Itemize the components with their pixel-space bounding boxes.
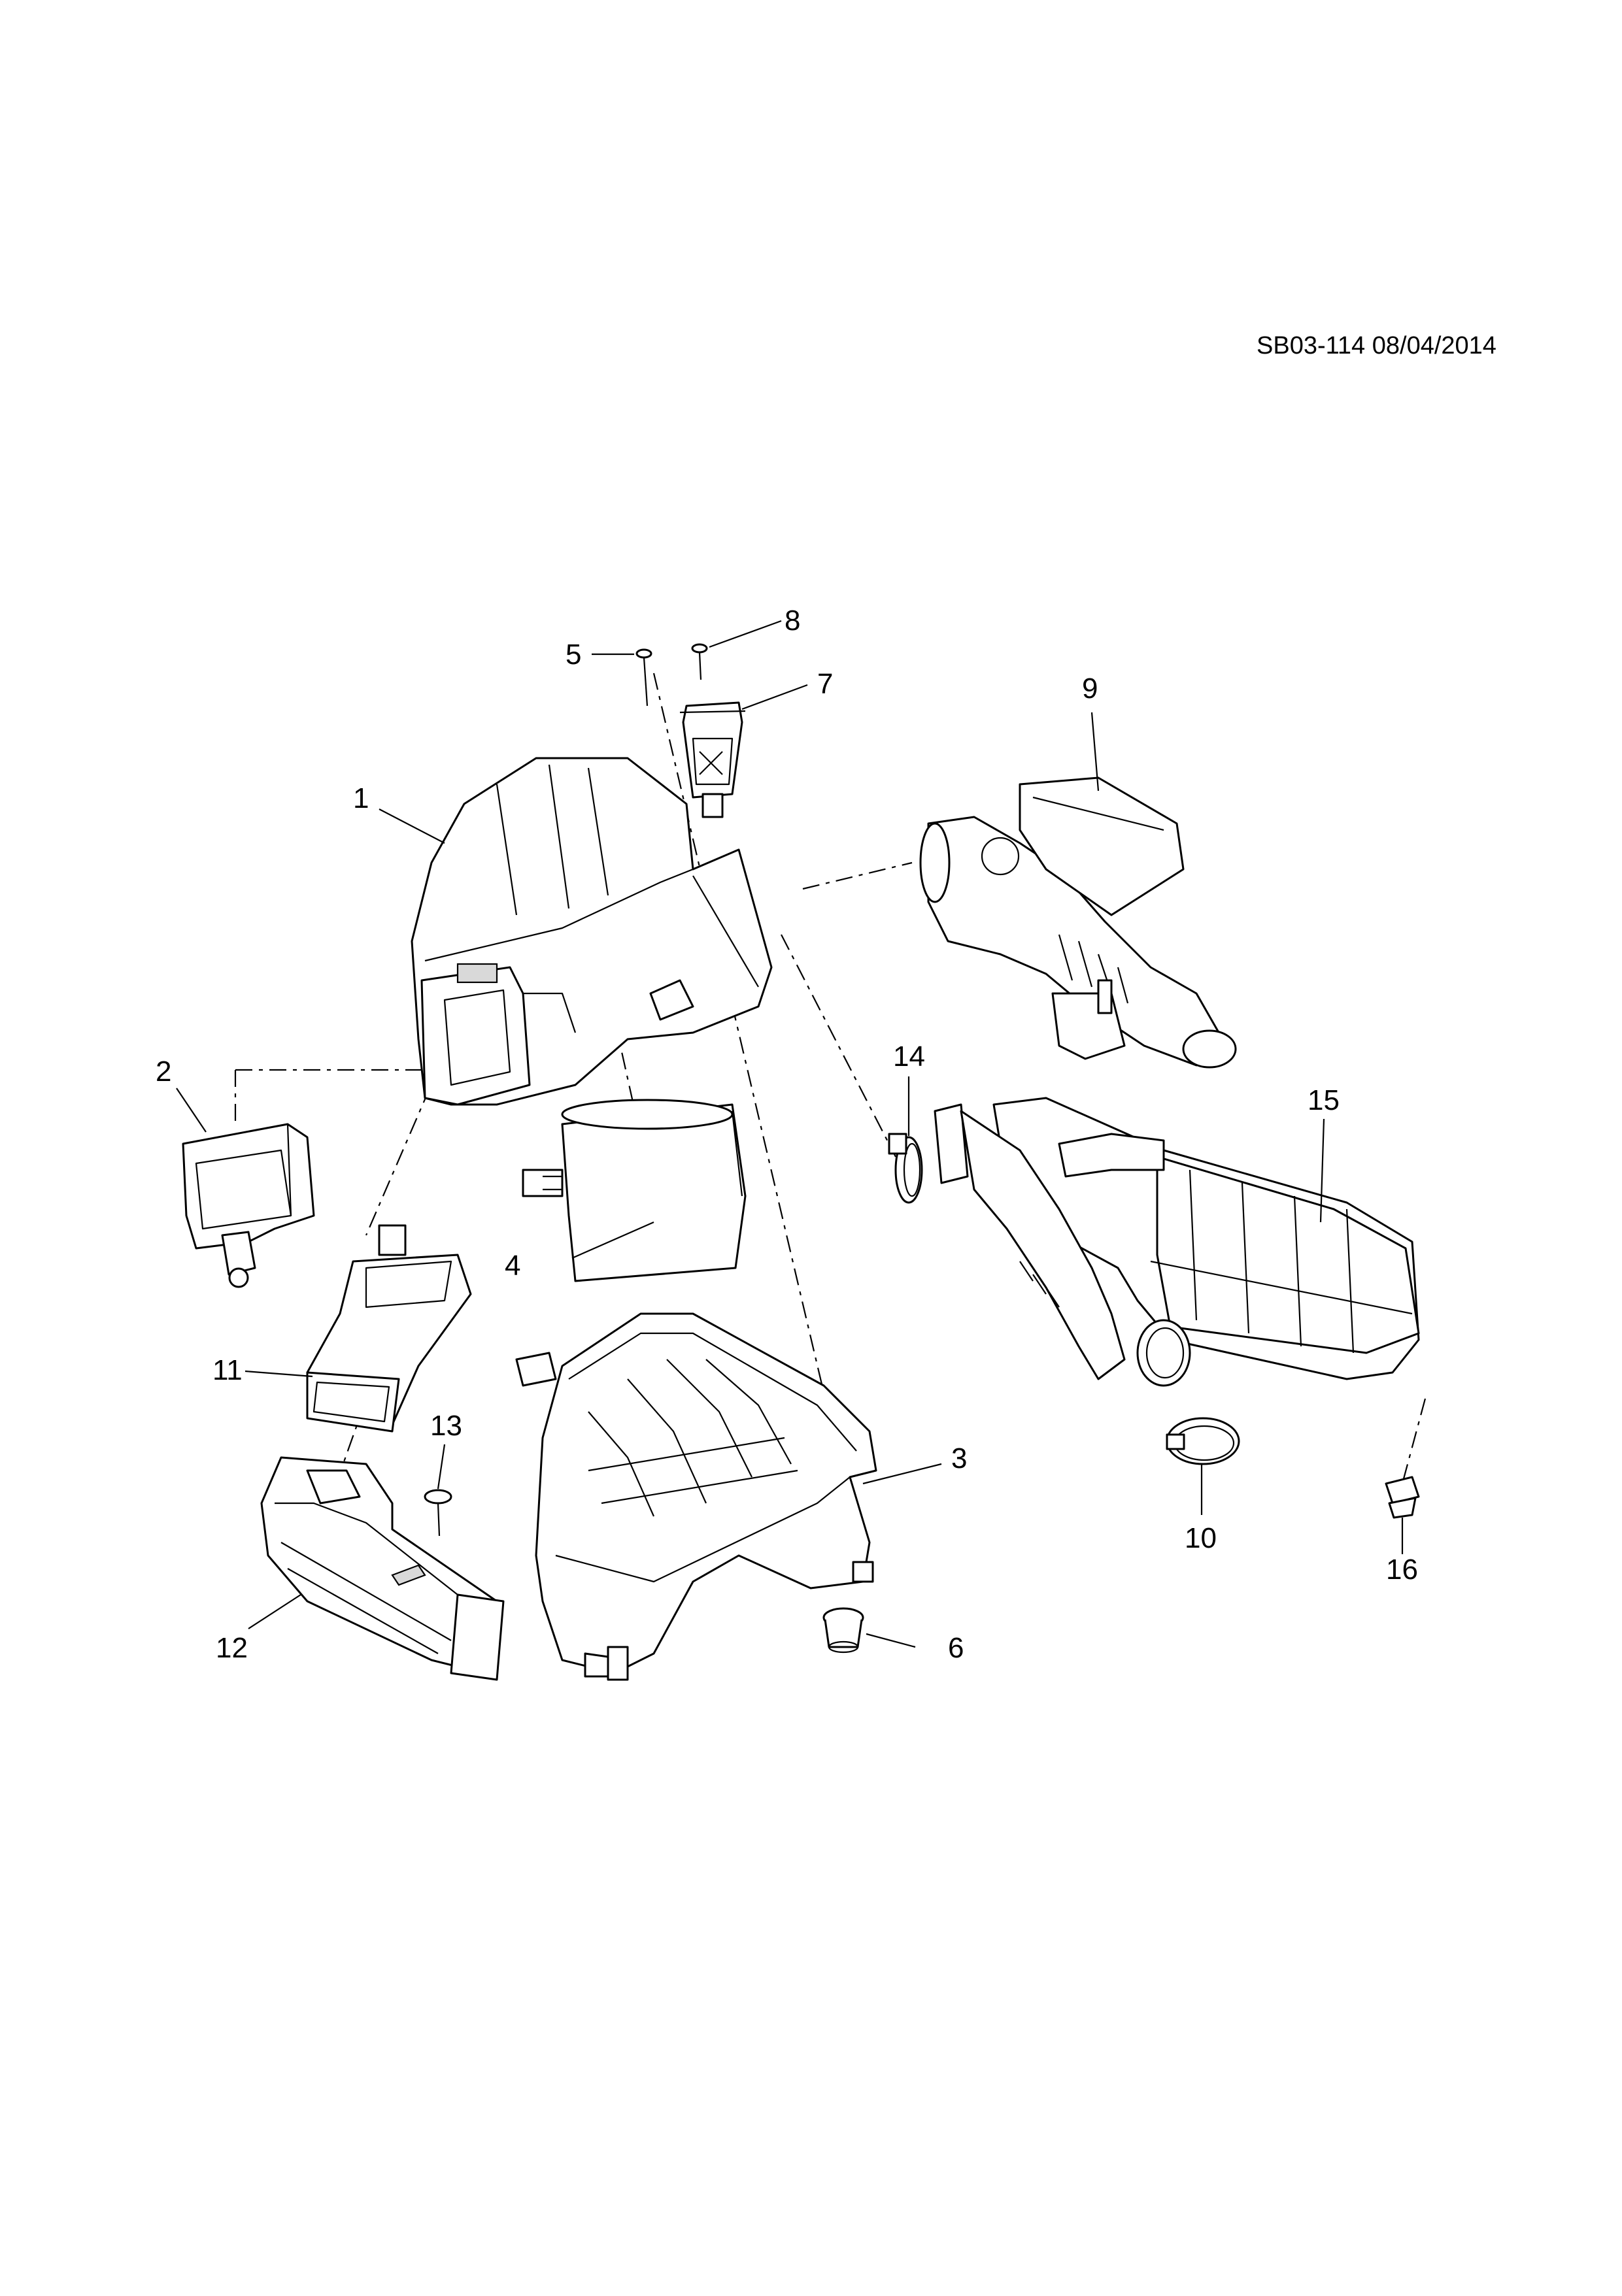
part-9-intake-hose [919, 776, 1237, 1069]
callout-8: 8 [785, 605, 801, 637]
callout-10: 10 [1185, 1522, 1217, 1554]
callout-7: 7 [817, 668, 834, 700]
callout-6: 6 [948, 1632, 964, 1664]
part-1-upper-housing [411, 757, 773, 1106]
callout-9: 9 [1082, 673, 1098, 705]
part-16-fastener [1385, 1476, 1420, 1519]
part-2-duct-inlet [182, 1123, 315, 1288]
leader-lines [176, 620, 1404, 1648]
assembly-lines [234, 673, 1427, 1510]
part-7-sensor [679, 701, 746, 818]
callout-11: 11 [212, 1354, 243, 1386]
callout-3: 3 [951, 1442, 968, 1474]
callout-16: 16 [1386, 1554, 1418, 1586]
callout-4: 4 [505, 1250, 521, 1282]
part-6-grommet [822, 1607, 864, 1654]
part-10-clamp [1166, 1417, 1240, 1465]
callout-13: 13 [430, 1410, 462, 1442]
callout-1: 1 [353, 782, 369, 814]
part-4-filter [522, 1099, 747, 1282]
part-5-screw [635, 648, 652, 707]
part-11-duct [306, 1224, 472, 1433]
callout-2: 2 [156, 1056, 172, 1088]
document-reference: SB03-114 08/04/2014 [1257, 332, 1496, 359]
part-3-lower-housing [515, 1312, 877, 1681]
callout-5: 5 [566, 639, 582, 671]
callout-14: 14 [893, 1040, 925, 1073]
part-13-clip [424, 1489, 452, 1537]
callout-15: 15 [1308, 1084, 1340, 1116]
part-14-clamp [888, 1133, 923, 1204]
part-12-lower-duct [260, 1456, 505, 1681]
part-15-resonator [934, 1097, 1420, 1387]
callout-12: 12 [216, 1632, 248, 1664]
part-8-screw [691, 643, 708, 680]
